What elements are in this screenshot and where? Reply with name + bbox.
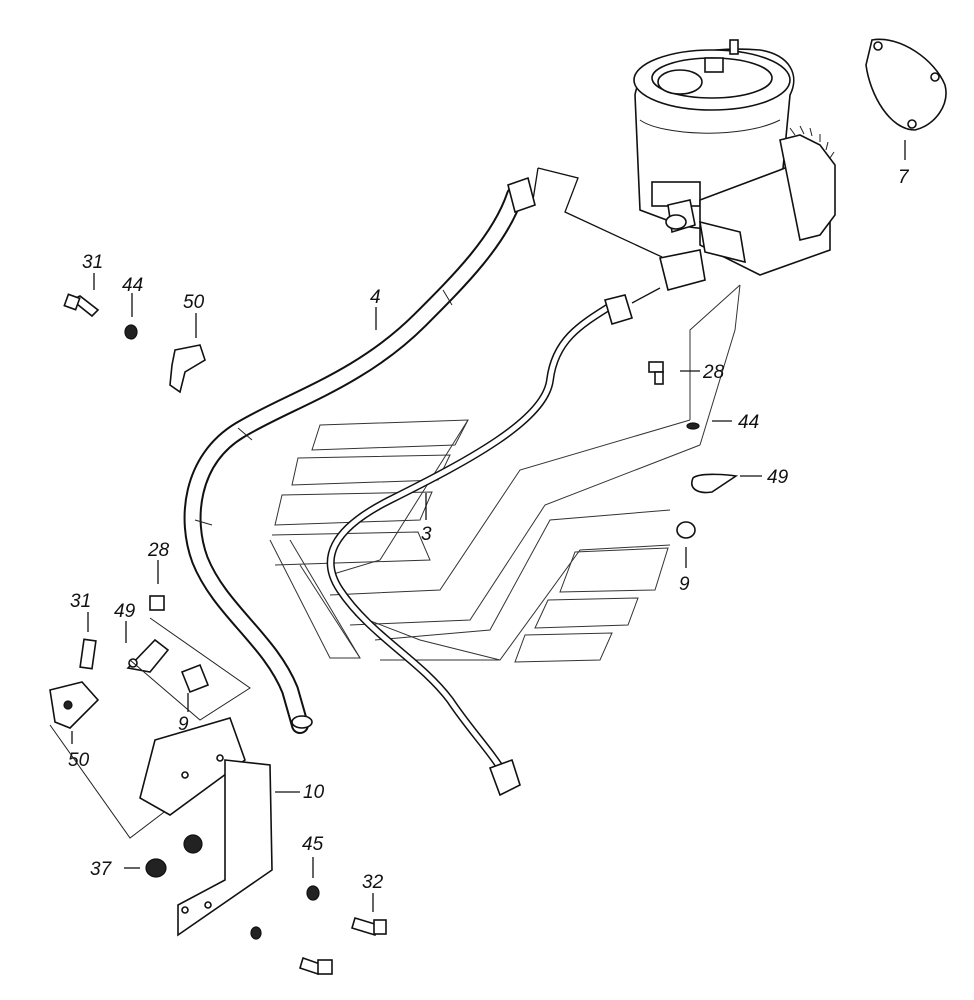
callout-28-right: 28 (702, 362, 725, 383)
bolt-28-right (648, 361, 664, 385)
callout-31-top: 31 (82, 252, 103, 273)
callout-37: 37 (90, 859, 113, 880)
bolt-31-top (63, 293, 100, 318)
callout-44-right: 44 (738, 412, 759, 433)
bolt-31-left (79, 638, 97, 670)
bolt-bottom (299, 956, 333, 976)
bolt-32 (351, 917, 387, 936)
nut-37-b (145, 858, 167, 878)
callout-31-left: 31 (70, 591, 91, 612)
callout-45: 45 (302, 834, 324, 855)
bolt-28-left (149, 595, 165, 611)
clip-50-left (49, 681, 100, 729)
callout-32: 32 (362, 872, 384, 893)
washer-45 (306, 885, 320, 901)
callout-28-left: 28 (147, 540, 170, 561)
bracket-10 (139, 717, 273, 937)
washer-bottom (250, 926, 262, 940)
washer-44-right (686, 422, 700, 430)
nut-9-left (180, 663, 210, 694)
clip-49-right (691, 473, 739, 494)
hose-4 (183, 176, 536, 734)
callout-10: 10 (303, 782, 325, 803)
tube-3 (326, 294, 633, 797)
clip-50-top (169, 344, 206, 394)
callout-50-left: 50 (68, 750, 90, 771)
callout-49-left: 49 (114, 601, 136, 622)
pump-assembly (633, 39, 836, 291)
background-frame (269, 284, 741, 663)
callout-44-top: 44 (122, 275, 143, 296)
callout-49-right: 49 (767, 467, 789, 488)
nut-37-a (183, 834, 203, 854)
callout-3: 3 (421, 524, 432, 545)
callout-4: 4 (370, 287, 381, 308)
callout-9-right: 9 (679, 574, 690, 595)
clip-49-left (126, 638, 170, 673)
callout-50-top: 50 (183, 292, 205, 313)
nut-9-right (676, 521, 696, 539)
washer-44-top (124, 324, 138, 340)
callout-7: 7 (898, 167, 910, 188)
cover-plate (865, 38, 947, 131)
callout-9-left: 9 (178, 714, 189, 735)
